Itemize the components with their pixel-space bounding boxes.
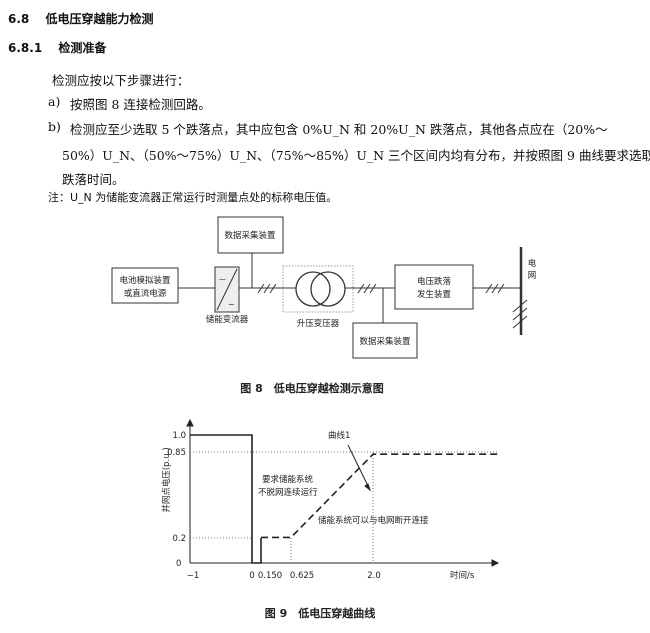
note: 注：U_N 为储能变流器正常运行时测量点处的标称电压值。 [48,191,338,204]
xtick-0.150: 0.150 [258,571,282,581]
curve-1 [261,453,499,539]
region-upper-label-1: 要求储能系统 [262,474,314,485]
figure-8-diagram: — ~ [111,216,528,359]
voltage-sag-profile [190,434,262,564]
converter-diagonal [216,268,238,311]
daq-bottom-box [352,322,418,359]
converter-label: 储能变流器 [206,314,249,325]
sag-generator-box [394,264,474,310]
daq-top-box [217,216,284,254]
ytick-1.0: 1.0 [172,431,186,441]
x-axis-label: 时间/s [450,570,475,581]
sag-label-2: 发生装置 [417,289,452,300]
transformer-coil-2 [310,271,346,307]
step-b-label: b) [48,119,61,134]
daq-bottom-label: 数据采集装置 [359,336,411,347]
figure-9-caption: 图 9 低电压穿越曲线 [265,606,375,620]
region-lower-label: 储能系统可以与电网断开连接 [318,515,429,526]
x-axis-arrow [491,559,500,567]
xtick-0.625: 0.625 [290,571,314,581]
curve-1-label: 曲线1 [328,430,350,441]
transformer-coil-1 [295,271,331,307]
battery-label-1: 电池模拟装置 [119,275,171,286]
grid-label-2: 网 [528,271,537,281]
section-heading: 6.8 低电压穿越能力检测 [8,12,154,26]
three-phase-marks [257,283,528,329]
y-axis-label: 并网点电压(p.u.) [161,447,172,512]
intro-text: 检测应按以下步骤进行： [52,73,190,88]
transformer-label: 升压变压器 [297,318,340,329]
ytick-0: 0 [176,559,181,569]
y-axis-arrow [186,418,194,427]
step-b-line2: 50%）U_N、（50%～75%）U_N、（75%～85%）U_N 三个区间内均… [62,148,650,163]
transformer-box [282,265,354,313]
figure-8-caption: 图 8 低电压穿越检测示意图 [240,381,383,395]
svg-text:—: — [219,275,226,283]
xtick-0: 0 [249,571,254,581]
battery-label-2: 或直流电源 [124,288,167,299]
ytick-0.2: 0.2 [172,534,186,544]
battery-box [111,267,179,304]
svg-text:~: ~ [228,300,235,309]
subsection-heading: 6.8.1 检测准备 [8,41,107,55]
ytick-0.85: 0.85 [167,448,186,458]
xtick-2.0: 2.0 [367,571,381,581]
step-a-text: 按照图 8 连接检测回路。 [70,97,211,112]
region-upper-label-2: 不脱网连续运行 [258,487,318,498]
figure-9-chart [186,418,500,567]
daq-top-label: 数据采集装置 [224,230,276,241]
sag-label-1: 电压跌落 [417,276,452,287]
curve-label-arrow [347,444,370,489]
step-a-label: a) [48,94,61,109]
grid-label-1: 电 [528,258,537,269]
step-b-line3: 跌落时间。 [62,172,125,187]
xtick--1: −1 [187,571,200,581]
step-b-line1: 检测应至少选取 5 个跌落点，其中应包含 0%U_N 和 20%U_N 跌落点，… [70,122,608,137]
